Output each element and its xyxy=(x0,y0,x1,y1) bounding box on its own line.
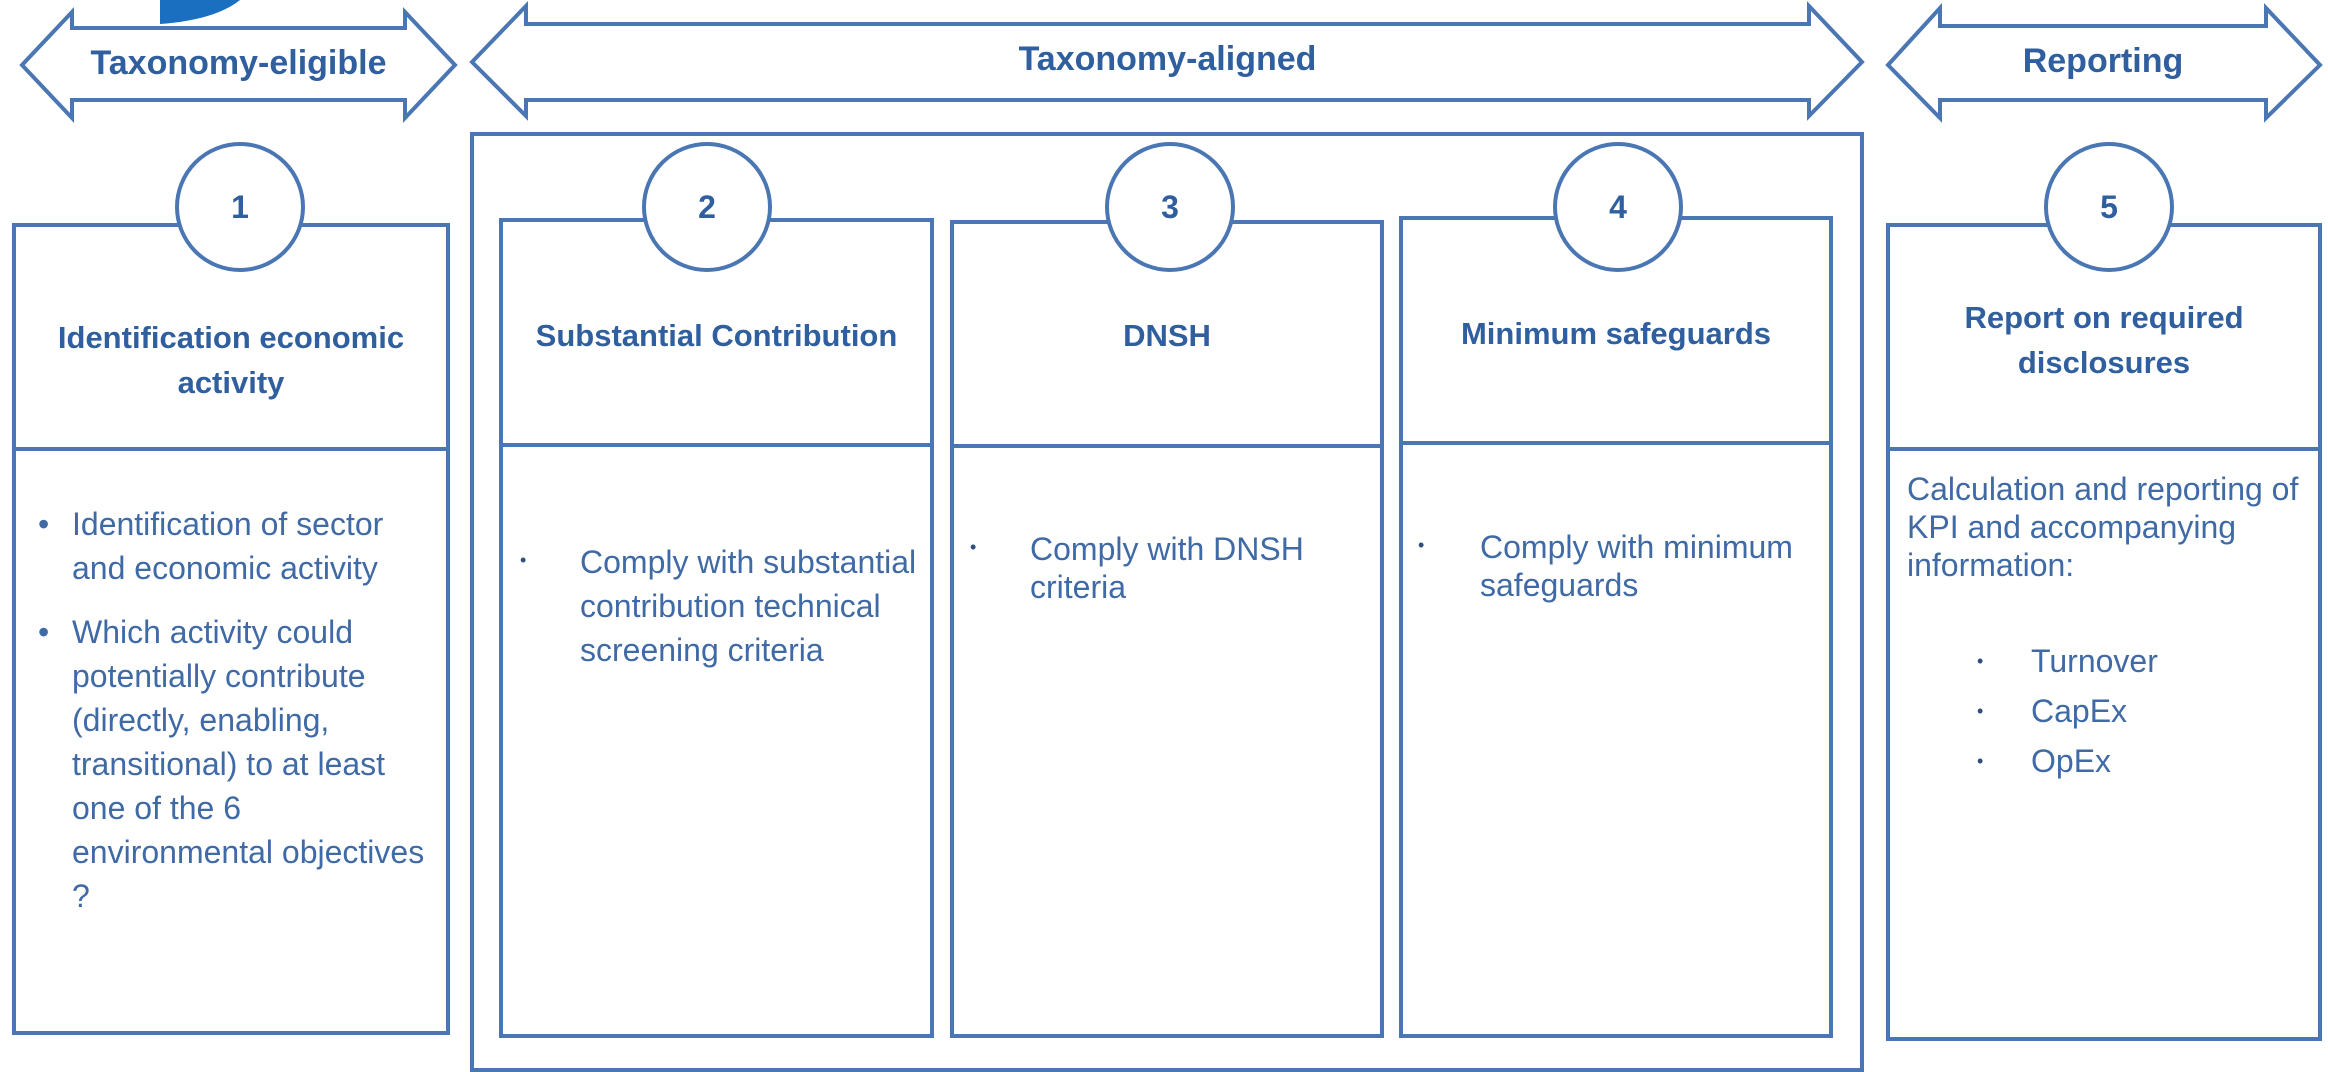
step-2-body: • Comply with substantial contribution t… xyxy=(520,540,920,692)
step-5-bullet-1: • Turnover xyxy=(1977,636,2312,686)
step-1-body: • Identification of sector and economic … xyxy=(38,502,428,938)
step-1-title: Identification economic activity xyxy=(57,320,405,400)
step-4-body: • Comply with minimum safeguards xyxy=(1418,528,1818,624)
step-5-card xyxy=(1886,223,2322,1041)
step-5-title: Report on required disclosures xyxy=(1964,300,2244,380)
step-4-title: Minimum safeguards xyxy=(1460,315,1772,351)
step-1-number: 1 xyxy=(175,142,305,272)
step-3-bullet-1-text: Comply with DNSH criteria xyxy=(1030,531,1304,605)
bullet-icon: • xyxy=(1418,535,1425,555)
taxonomy-aligned-label: Taxonomy-aligned xyxy=(1018,40,1317,78)
step-3-body: • Comply with DNSH criteria xyxy=(970,530,1370,626)
step-3-divider xyxy=(950,444,1384,448)
step-2-number: 2 xyxy=(642,142,772,272)
step-1-card xyxy=(12,223,450,1035)
taxonomy-eligible-arrow xyxy=(19,6,458,124)
reporting-arrow xyxy=(1885,2,2323,123)
bullet-icon: • xyxy=(1977,751,1984,771)
bullet-icon: • xyxy=(970,537,977,557)
reporting-label: Reporting xyxy=(2022,42,2184,80)
step-4-card xyxy=(1399,216,1833,1038)
taxonomy-eligible-label: Taxonomy-eligible xyxy=(90,44,387,82)
step-5-bullet-3: • OpEx xyxy=(1977,736,2312,786)
step-2-bullet-1-text: Comply with substantial contribution tec… xyxy=(580,544,917,668)
step-2-card xyxy=(499,218,934,1038)
step-5-divider xyxy=(1886,447,2322,451)
step-5-number: 5 xyxy=(2044,142,2174,272)
step-1-bullet-1: • Identification of sector and economic … xyxy=(38,502,428,590)
step-1-bullet-2: • Which activity could potentially contr… xyxy=(38,610,428,918)
step-5-bullet-2: • CapEx xyxy=(1977,686,2312,736)
step-4-divider xyxy=(1399,441,1833,445)
bullet-icon: • xyxy=(38,506,50,542)
bullet-icon: • xyxy=(1977,701,1984,721)
step-2-bullet-1: • Comply with substantial contribution t… xyxy=(520,540,920,672)
bullet-icon: • xyxy=(520,550,527,570)
step-3-bullet-1: • Comply with DNSH criteria xyxy=(970,530,1370,606)
step-5-bullet-2-text: CapEx xyxy=(2031,693,2128,729)
step-3-card xyxy=(950,220,1384,1038)
taxonomy-aligned-arrow xyxy=(469,0,1865,121)
step-2-title: Substantial Contribution xyxy=(535,317,898,353)
step-5-intro: Calculation and reporting of KPI and acc… xyxy=(1907,471,2299,583)
step-5-bullet-1-text: Turnover xyxy=(2031,643,2158,679)
step-2-divider xyxy=(499,443,934,447)
step-5-body: Calculation and reporting of KPI and acc… xyxy=(1907,470,2312,786)
step-1-divider xyxy=(12,447,450,451)
step-4-number: 4 xyxy=(1553,142,1683,272)
step-5-list: • Turnover • CapEx • OpEx xyxy=(1907,636,2312,786)
step-3-title: DNSH xyxy=(1123,317,1211,353)
logo-fragment xyxy=(160,0,240,24)
step-4-bullet-1-text: Comply with minimum safeguards xyxy=(1480,529,1793,603)
bullet-icon: • xyxy=(38,614,50,650)
step-4-bullet-1: • Comply with minimum safeguards xyxy=(1418,528,1818,604)
step-5-bullet-3-text: OpEx xyxy=(2031,743,2112,779)
step-3-number: 3 xyxy=(1105,142,1235,272)
bullet-icon: • xyxy=(1977,651,1984,671)
step-1-bullet-2-text: Which activity could potentially contrib… xyxy=(72,614,425,914)
step-1-bullet-1-text: Identification of sector and economic ac… xyxy=(72,506,384,586)
